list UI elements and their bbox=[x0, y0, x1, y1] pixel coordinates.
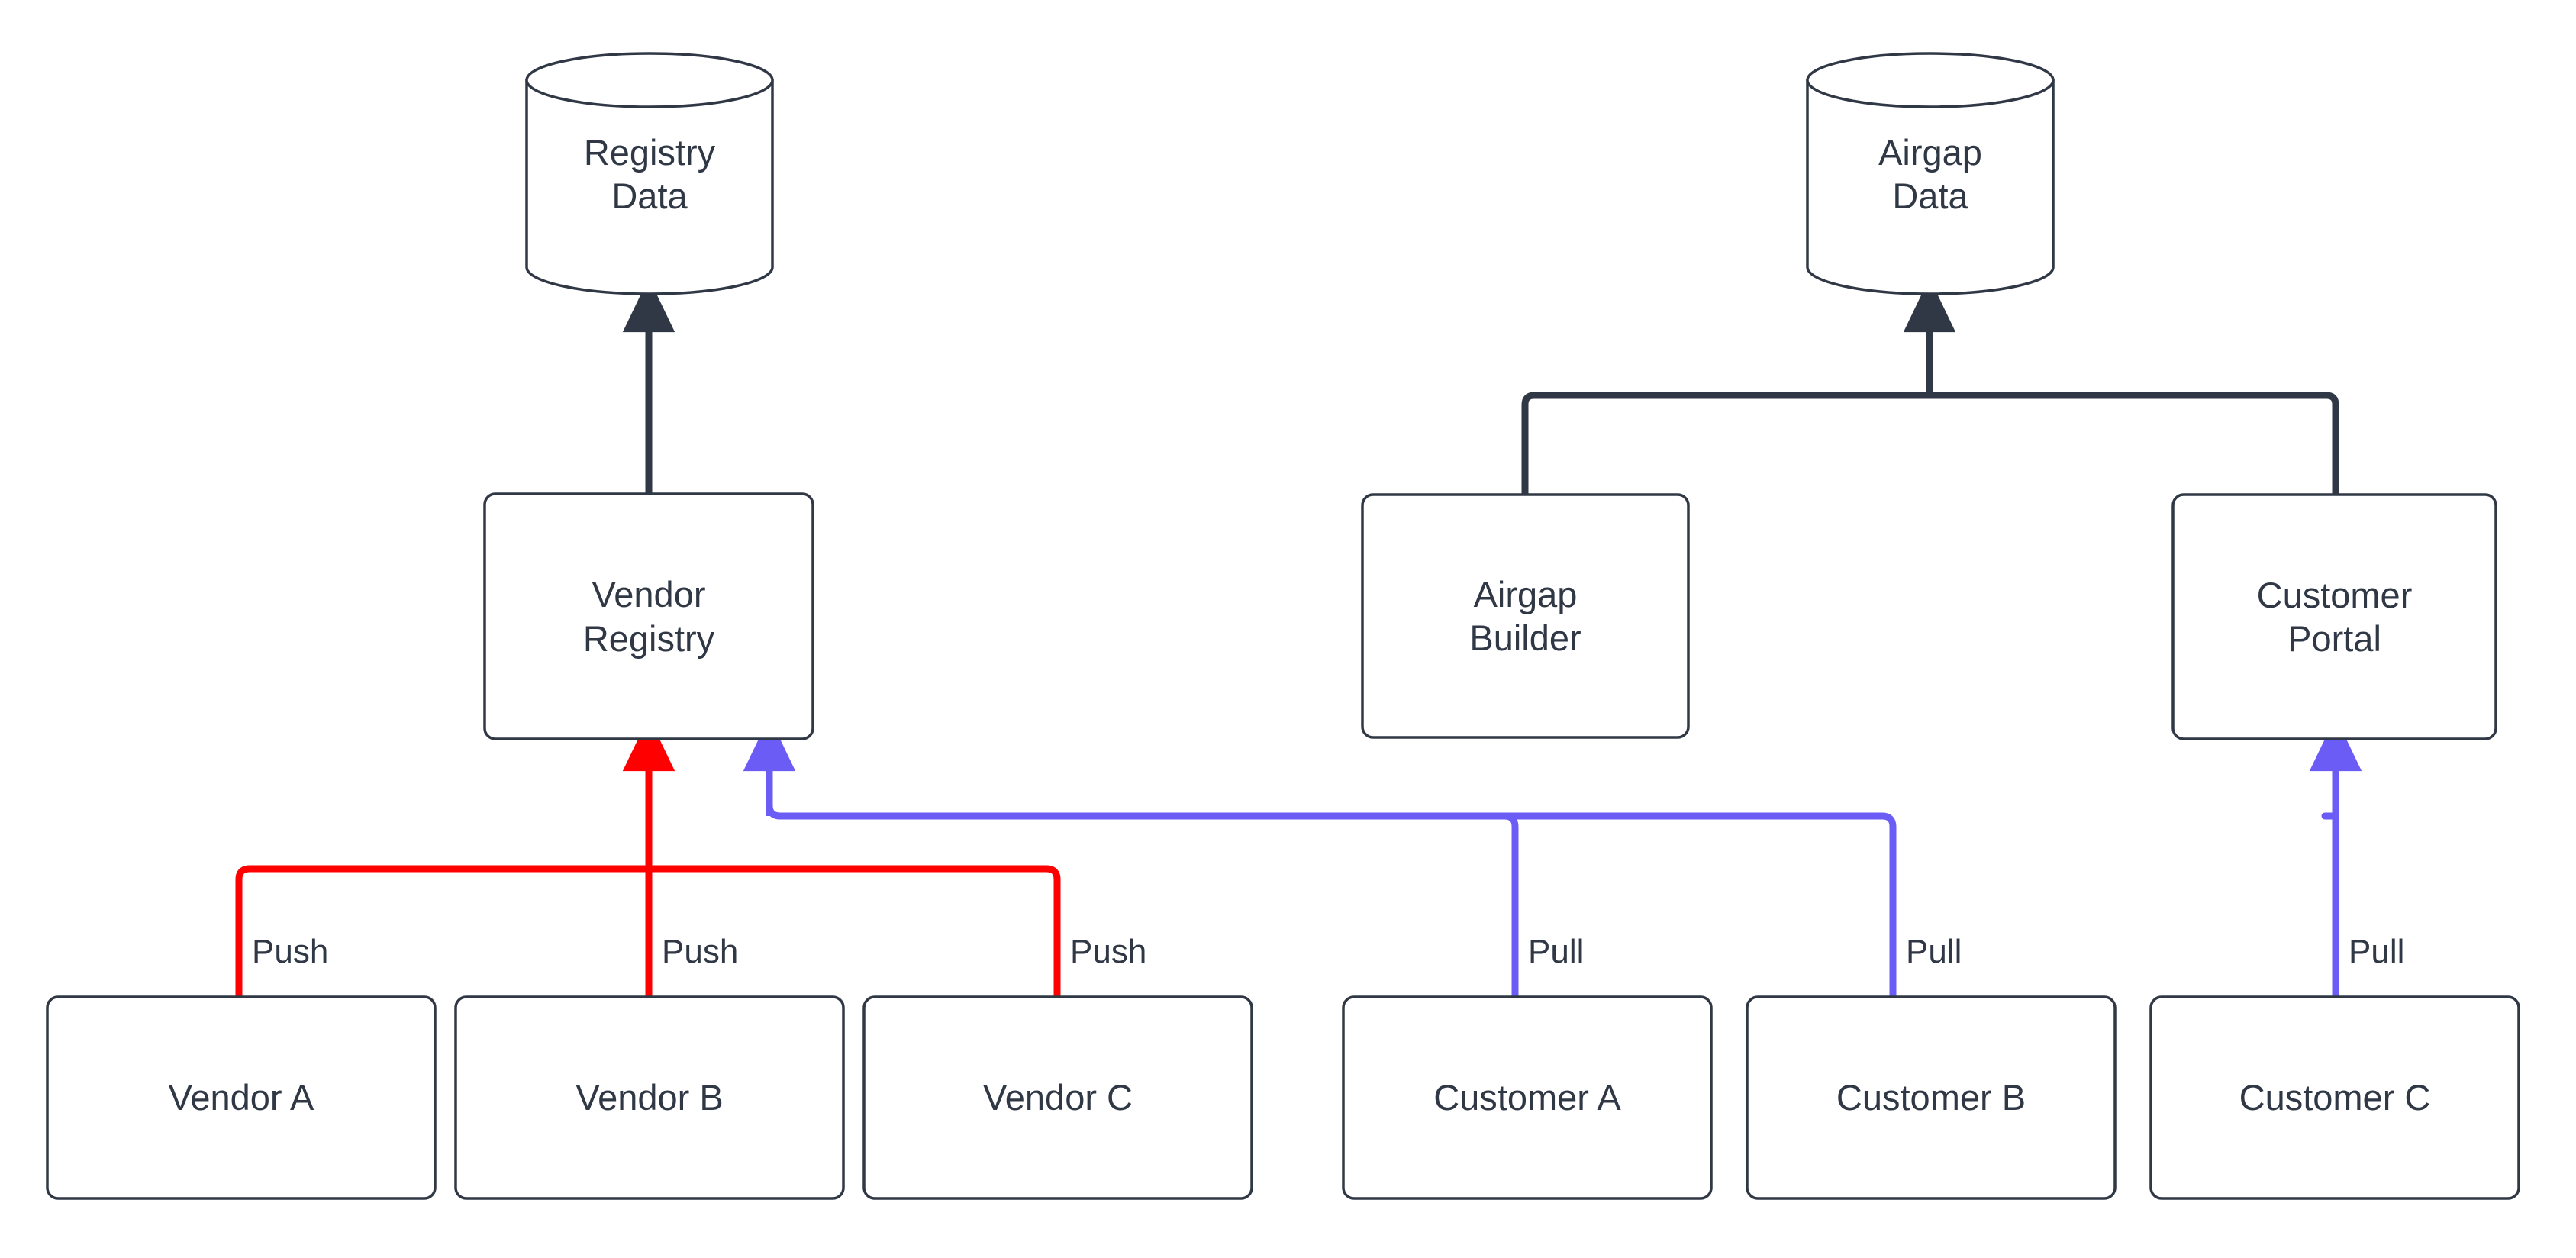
node-shape-customer-c[interactable] bbox=[2149, 995, 2520, 1200]
node-shape-vendor-registry[interactable] bbox=[483, 492, 814, 740]
edge-airgap-builder-to-airgap-data bbox=[1521, 392, 1933, 498]
node-shape-customer-portal[interactable] bbox=[2171, 493, 2497, 740]
node-shape-airgap-builder[interactable] bbox=[1361, 493, 1690, 739]
edge-push-vendor-c bbox=[645, 865, 1061, 1000]
node-shape-customer-a[interactable] bbox=[1342, 995, 1713, 1200]
edge-label-pull-customer-c: Pull bbox=[2349, 933, 2405, 970]
node-shape-vendor-b[interactable] bbox=[454, 995, 845, 1200]
edge-label-pull-customer-b: Pull bbox=[1906, 933, 1962, 970]
edge-label-push-vendor-b: Push bbox=[662, 933, 739, 970]
edge-customer-portal-to-airgap-data bbox=[1926, 392, 2339, 498]
node-shape-customer-b[interactable] bbox=[1746, 995, 2117, 1200]
edge-label-push-vendor-c: Push bbox=[1070, 933, 1147, 970]
edge-pull-customer-b bbox=[776, 812, 1897, 1000]
edge-label-pull-customer-a: Pull bbox=[1528, 933, 1585, 970]
edge-push-vendor-a bbox=[235, 865, 653, 1000]
edge-label-push-vendor-a: Push bbox=[252, 933, 329, 970]
node-shape-registry-data[interactable] bbox=[525, 52, 774, 295]
node-shape-vendor-c[interactable] bbox=[862, 995, 1253, 1200]
node-shape-airgap-data[interactable] bbox=[1806, 52, 2055, 295]
node-shape-vendor-a[interactable] bbox=[46, 995, 437, 1200]
